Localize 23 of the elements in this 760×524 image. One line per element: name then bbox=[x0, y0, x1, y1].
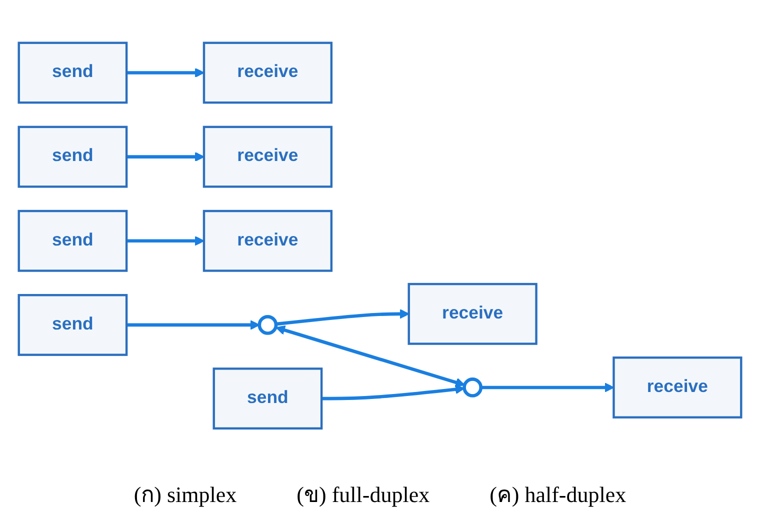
mode-caption: (ค) half-duplex bbox=[490, 481, 626, 509]
arrow bbox=[276, 308, 410, 326]
node-box: receive bbox=[202, 210, 333, 272]
arrow bbox=[322, 384, 465, 400]
node-box: send bbox=[212, 367, 323, 430]
node-box: receive bbox=[612, 356, 742, 418]
node-box: receive bbox=[202, 42, 333, 104]
node-box: send bbox=[18, 42, 128, 104]
arrow bbox=[276, 325, 466, 387]
node-box: send bbox=[18, 294, 128, 356]
node-box: send bbox=[18, 210, 128, 272]
arrow bbox=[126, 320, 260, 330]
arrow bbox=[126, 236, 204, 246]
arrow bbox=[126, 68, 204, 78]
node-box: receive bbox=[202, 126, 333, 188]
mode-caption: (ก) simplex bbox=[134, 481, 237, 509]
node-box: receive bbox=[408, 282, 538, 345]
node-box: send bbox=[18, 126, 128, 188]
node-circle bbox=[258, 314, 278, 335]
node-circle bbox=[462, 377, 483, 398]
arrow bbox=[126, 152, 204, 162]
mode-caption: (ข) full-duplex bbox=[296, 481, 430, 509]
arrow bbox=[480, 382, 614, 392]
